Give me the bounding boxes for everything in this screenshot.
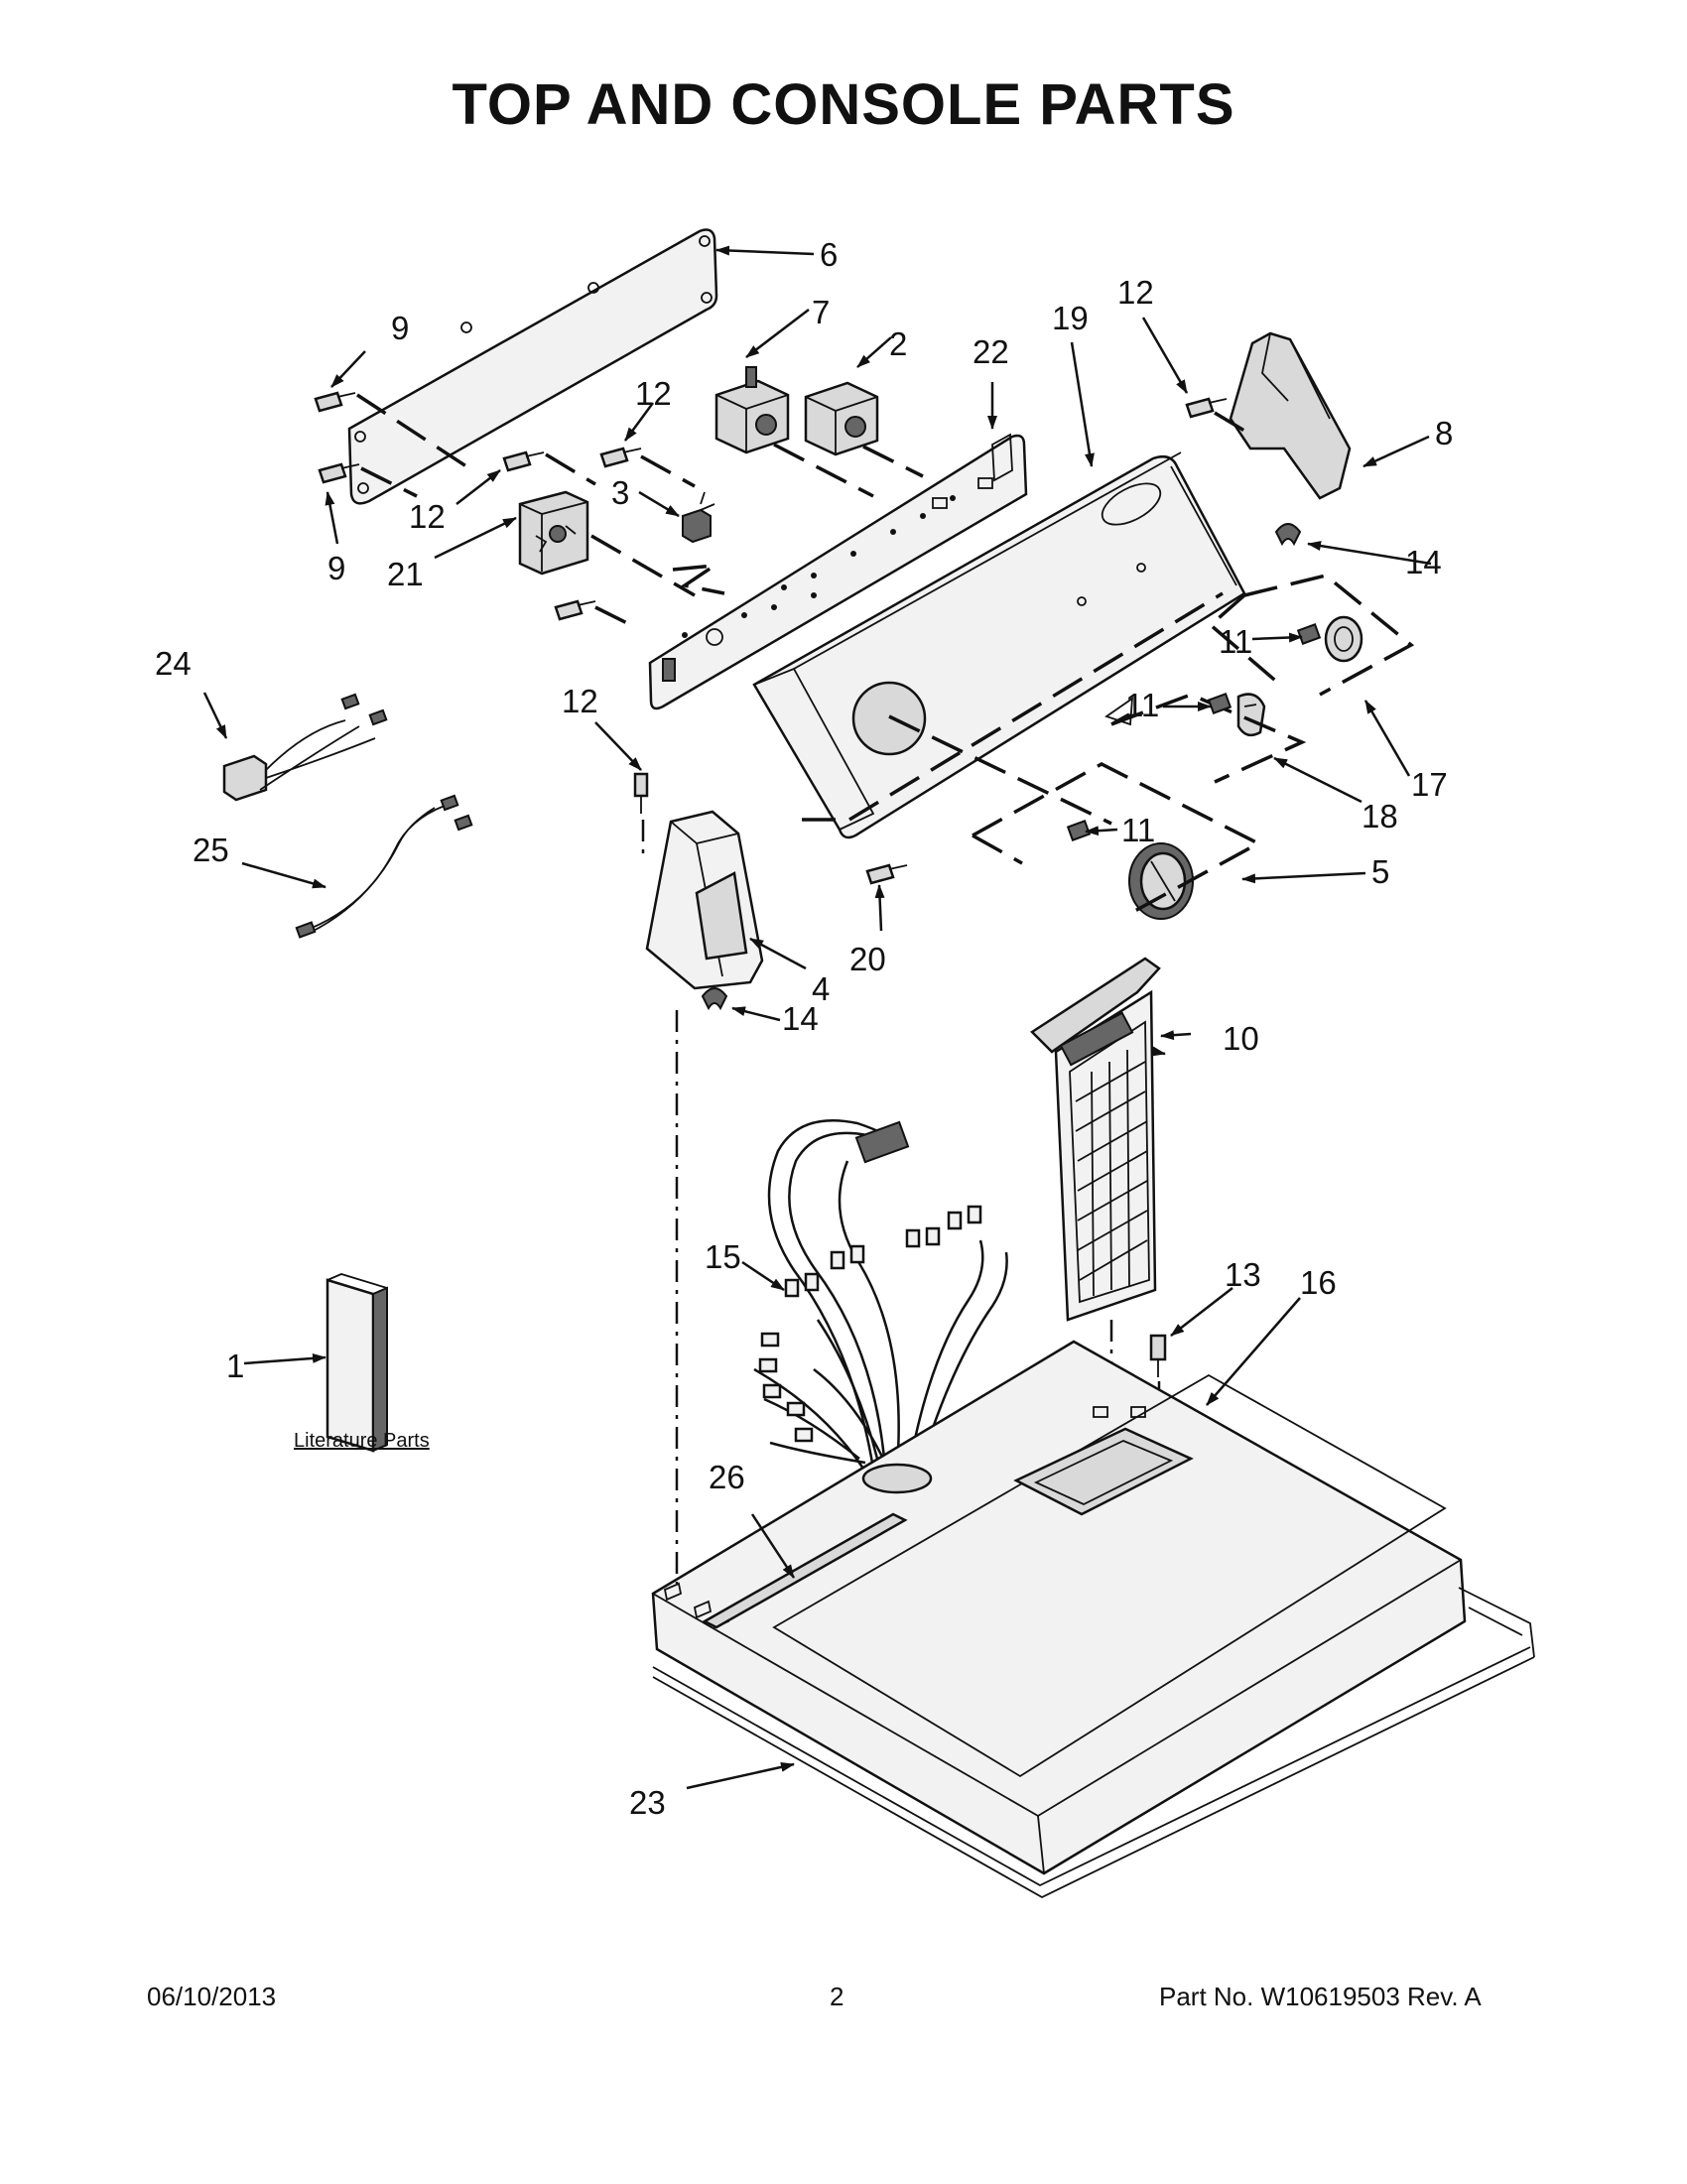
literature-booklet — [325, 1273, 388, 1453]
callout-20: 20 — [849, 941, 886, 977]
callout-17: 17 — [1411, 766, 1448, 803]
callout-labels: 1 2 3 4 5 6 7 8 9 9 10 11 11 11 12 12 12… — [155, 236, 1453, 1821]
callout-13: 13 — [1225, 1256, 1261, 1293]
wire-clip-upper — [1274, 523, 1302, 547]
control-panel-bracket — [648, 433, 1028, 710]
footer-part-number: Part No. W10619503 Rev. A — [1159, 1982, 1482, 2011]
screw-12-panel — [554, 599, 596, 621]
screw-13 — [1149, 1334, 1167, 1377]
callout-5: 5 — [1371, 853, 1389, 890]
console-rear-panel — [347, 228, 718, 505]
console-end-cap — [1229, 331, 1352, 500]
callout-9-upper: 9 — [391, 310, 409, 346]
leader-lines — [202, 245, 1432, 1790]
callout-9-lower: 9 — [327, 550, 345, 586]
callout-23: 23 — [629, 1784, 666, 1821]
callout-11-middle: 11 — [1125, 687, 1159, 723]
callout-14-upper: 14 — [1405, 544, 1442, 580]
callout-22: 22 — [973, 333, 1009, 370]
callout-12-left: 12 — [409, 498, 446, 535]
literature-parts-label: Literature Parts — [294, 1430, 430, 1452]
screw-12-resistor — [599, 447, 642, 468]
callout-25: 25 — [193, 832, 229, 868]
callout-12-right: 12 — [1117, 274, 1154, 311]
wire-harness-24 — [222, 693, 388, 802]
callout-18: 18 — [1362, 798, 1398, 835]
callout-6: 6 — [820, 236, 838, 273]
console — [752, 451, 1246, 839]
callout-4: 4 — [812, 970, 830, 1007]
screw-12-timer — [502, 450, 545, 472]
callout-7: 7 — [812, 294, 830, 330]
callout-12-center: 12 — [635, 375, 672, 412]
screw-12-end-cap — [1185, 397, 1228, 419]
screw-20 — [865, 863, 908, 885]
timer-knob — [1128, 842, 1194, 920]
main-wire-harness — [753, 1119, 1008, 1472]
dryer-top-panel — [651, 1340, 1467, 1875]
page-title: TOP AND CONSOLE PARTS — [452, 72, 1235, 137]
console-end-cap-left — [645, 810, 764, 990]
callout-3: 3 — [611, 474, 629, 511]
footer-page-number: 2 — [830, 1982, 844, 2011]
callout-26: 26 — [709, 1459, 745, 1495]
push-to-start-switch — [714, 366, 790, 454]
wire-harness-25 — [295, 794, 473, 939]
door-switch — [804, 381, 879, 456]
callout-8: 8 — [1435, 415, 1453, 451]
callout-15: 15 — [705, 1238, 741, 1275]
callout-12-lower: 12 — [562, 683, 598, 719]
top-panel-gasket — [652, 1587, 1535, 1899]
callout-2: 2 — [889, 325, 907, 362]
top-seal-strip — [702, 1512, 908, 1629]
callout-19: 19 — [1052, 300, 1089, 336]
callout-1: 1 — [226, 1348, 244, 1384]
cycle-knob — [1236, 693, 1266, 737]
screw-12-end-cap-left — [633, 772, 649, 814]
screw-9-lower — [318, 462, 360, 484]
callout-11-lower: 11 — [1121, 812, 1155, 848]
footer-date: 06/10/2013 — [147, 1982, 277, 2011]
callout-24: 24 — [155, 645, 192, 682]
callout-14-lower: 14 — [782, 1000, 819, 1037]
callout-10: 10 — [1223, 1020, 1259, 1057]
screw-9-upper — [314, 391, 356, 413]
push-button-knob — [1324, 615, 1363, 663]
callout-11-upper: 11 — [1219, 623, 1252, 660]
wire-clip-lower — [701, 987, 728, 1011]
timer — [518, 490, 589, 576]
callout-16: 16 — [1300, 1264, 1337, 1301]
lint-screen — [1030, 957, 1161, 1322]
thermal-fuse-resistor — [682, 491, 715, 544]
knob-clip-upper — [1296, 623, 1322, 645]
callout-21: 21 — [387, 556, 424, 592]
